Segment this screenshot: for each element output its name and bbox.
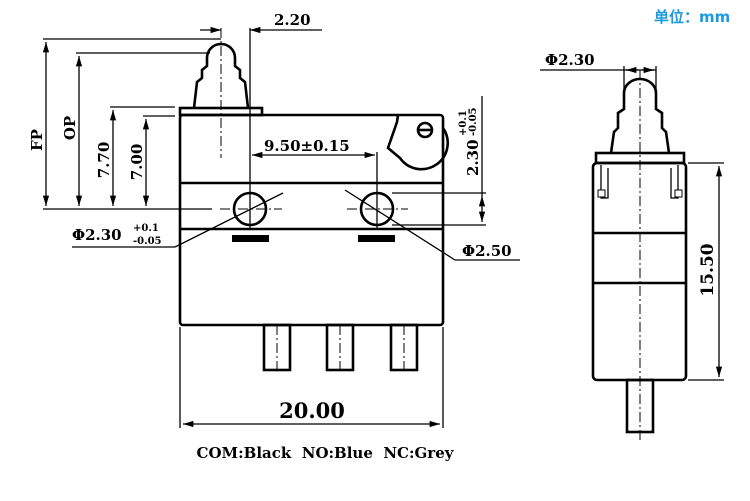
dim-height-7-00: 7.00 bbox=[128, 144, 146, 181]
unit-label: 单位：mm bbox=[654, 8, 730, 26]
dim-hole-offset-tol-lower: -0.05 bbox=[468, 107, 479, 136]
lever-pivot bbox=[386, 114, 450, 171]
switch-body bbox=[178, 113, 445, 327]
side-view: Φ2.30 15.50 bbox=[540, 51, 724, 440]
dim-hole-left-tol-lower: -0.05 bbox=[133, 236, 162, 247]
dim-width: 20.00 bbox=[279, 398, 345, 423]
dim-hole-left-diameter: Φ2.30 bbox=[72, 226, 122, 244]
label-op: OP bbox=[61, 116, 79, 140]
plunger bbox=[192, 42, 250, 109]
dim-hole-pitch: 9.50±0.15 bbox=[264, 137, 350, 155]
dim-plunger-diameter: Φ2.30 bbox=[545, 51, 595, 69]
wire-color-legend: COM:Black NO:Blue NC:Grey bbox=[197, 444, 455, 462]
dim-height-7-70: 7.70 bbox=[95, 142, 113, 179]
label-fp: FP bbox=[28, 129, 46, 151]
dim-hole-offset-tol-upper: +0.1 bbox=[458, 110, 469, 136]
dim-side-height: 15.50 bbox=[698, 243, 718, 296]
front-view: 2.20 FP OP 7.70 7.00 9.50±0.15 2.30 +0.1… bbox=[28, 11, 520, 462]
dim-hole-right-diameter: Φ2.50 bbox=[462, 242, 512, 260]
side-pin bbox=[625, 378, 655, 434]
dim-hole-offset: 2.30 bbox=[464, 139, 482, 176]
dim-hole-left-tol-upper: +0.1 bbox=[133, 223, 159, 234]
dim-plunger-offset: 2.20 bbox=[274, 11, 311, 29]
